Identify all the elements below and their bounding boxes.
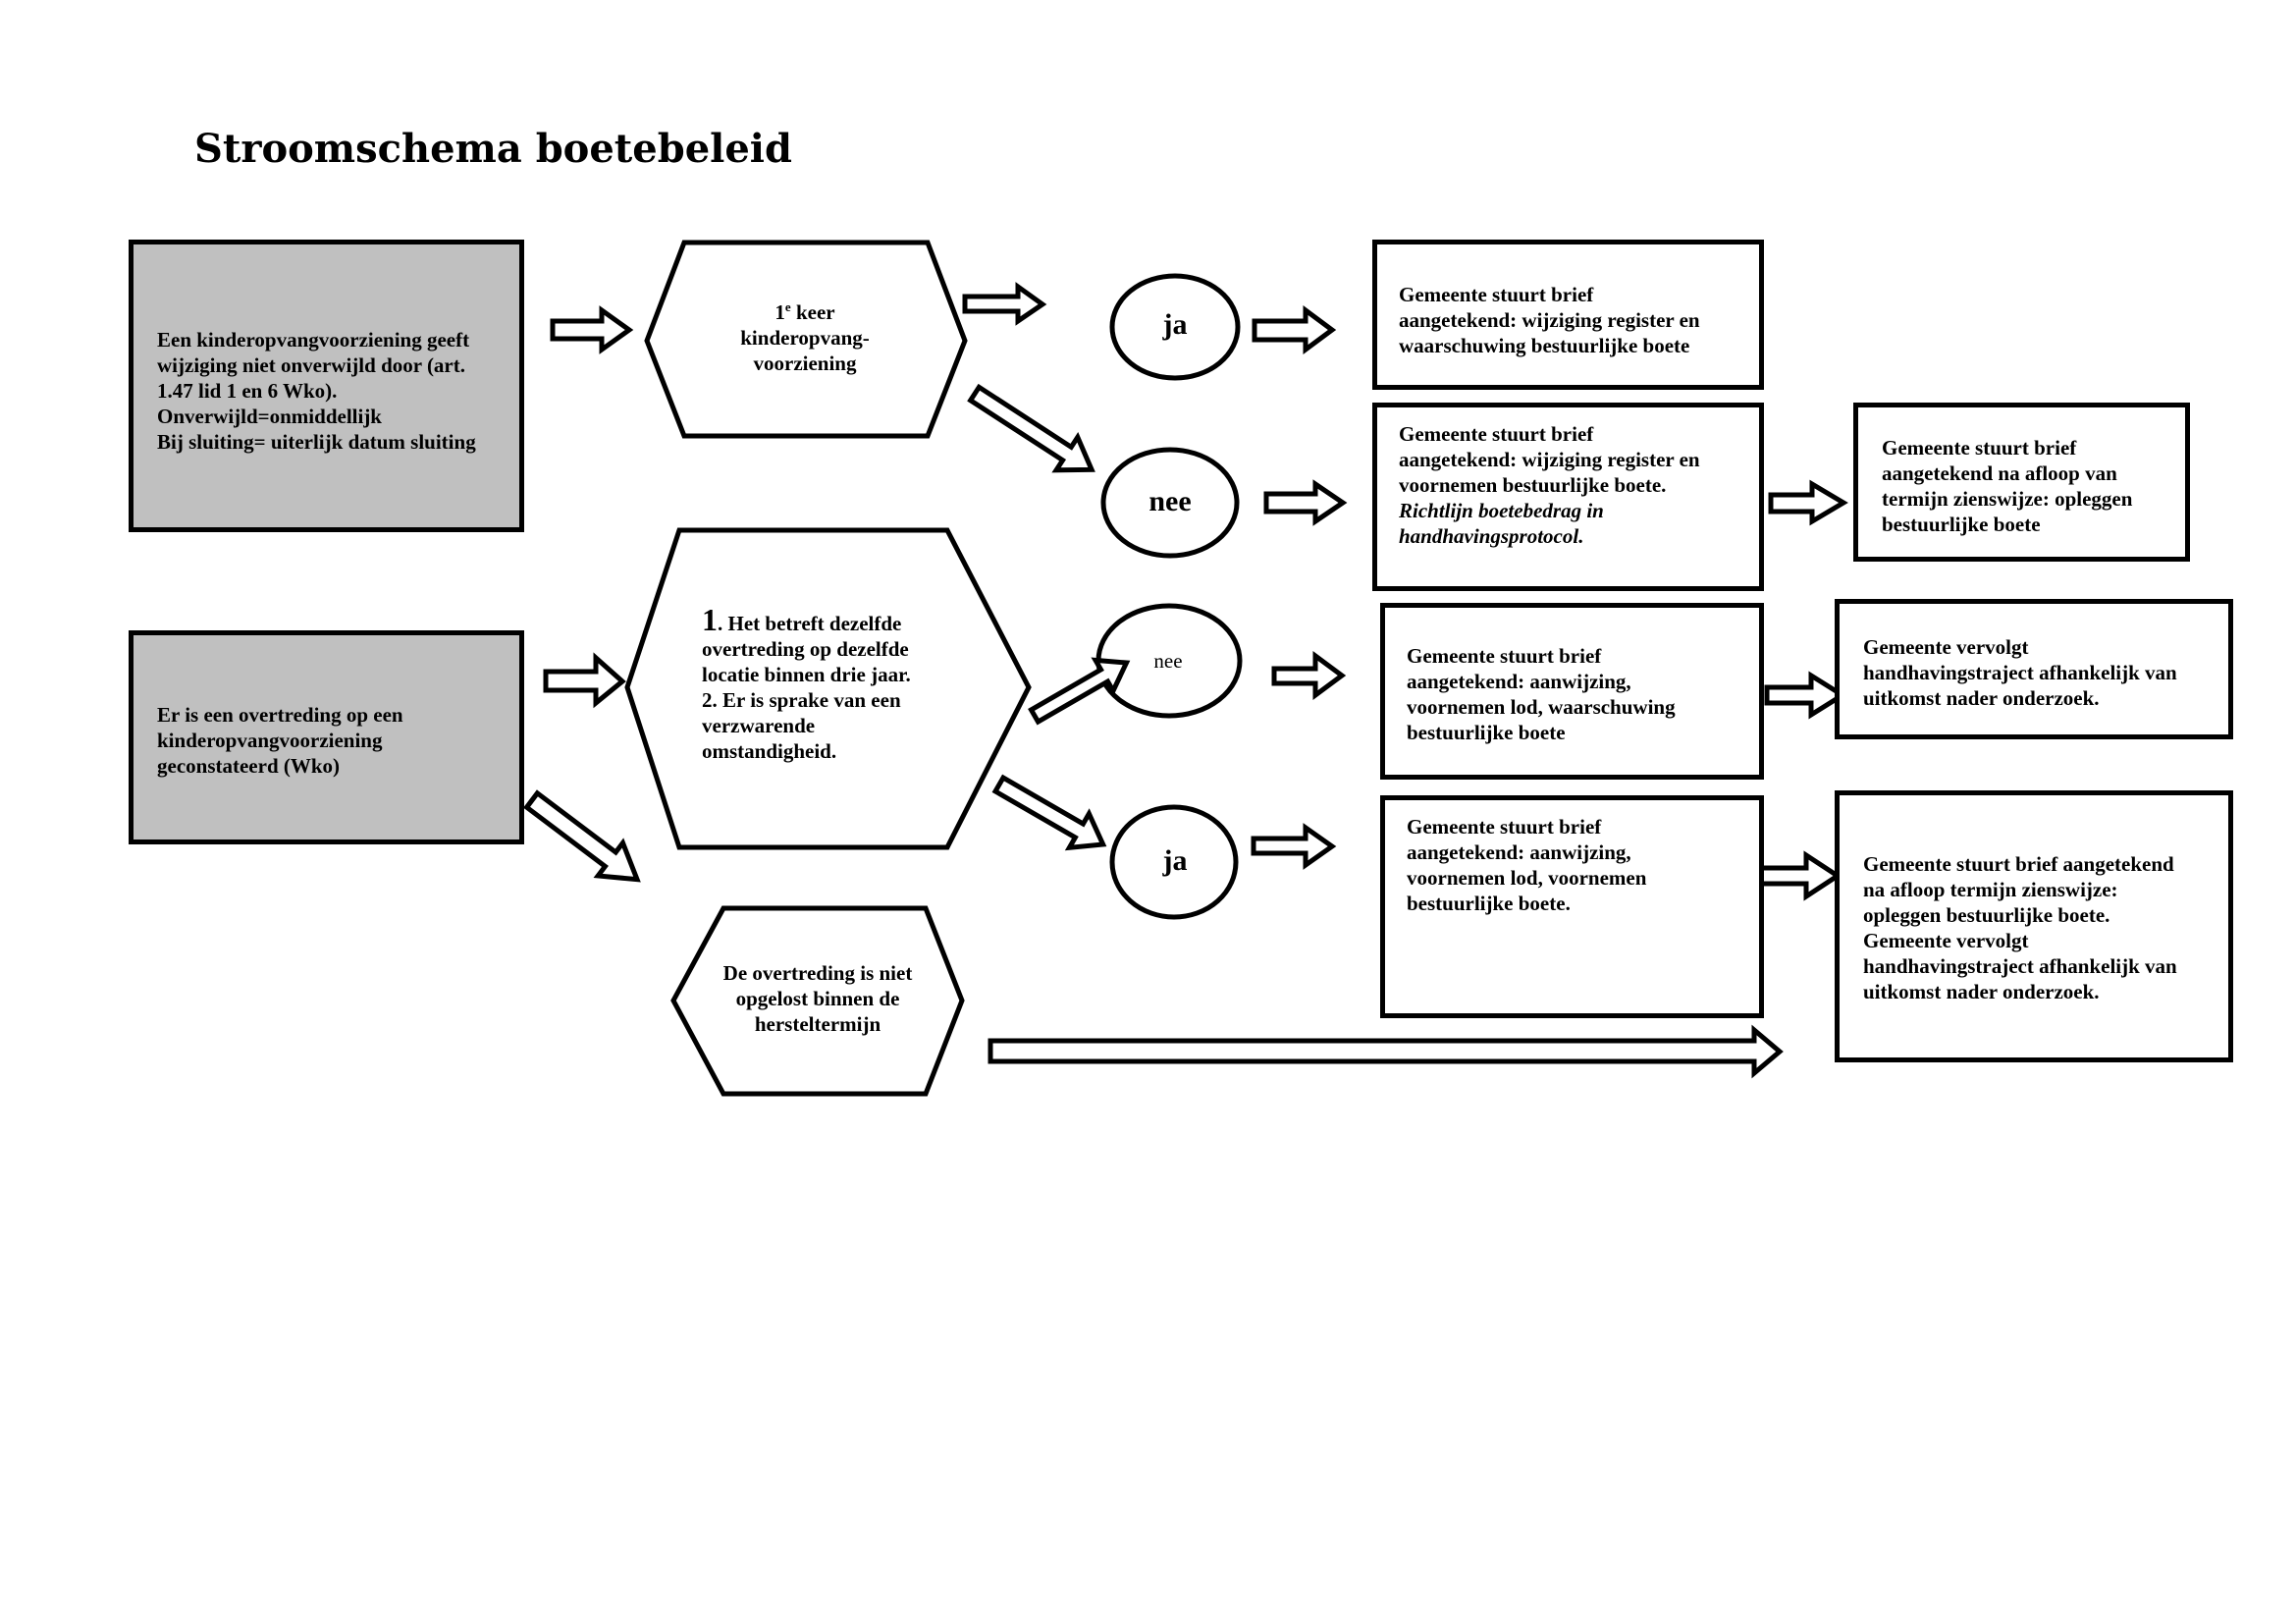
decision-herhaling-text: . Het betreft dezelfde overtreding op de… <box>702 612 911 763</box>
arrow-ja-to-action1 <box>1252 305 1337 354</box>
arrow-action6-to-action7 <box>1756 850 1842 901</box>
action-box-5: Gemeente vervolgt handhavingstraject afh… <box>1835 599 2233 739</box>
action-3-text: Gemeente stuurt brief aangetekend na afl… <box>1882 436 2133 536</box>
action-7-text: Gemeente stuurt brief aangetekend na afl… <box>1863 852 2177 1003</box>
answer-top-ja: ja <box>1162 308 1188 341</box>
answer-mid-ja: ja <box>1162 844 1188 877</box>
action-2-italic-text: Richtlijn boetebedrag in handhavingsprot… <box>1399 499 1604 548</box>
decision-eerste-keer-rest: keer kinderopvang- voorziening <box>740 300 870 375</box>
start-box-wijziging-text: Een kinderopvangvoorziening geeft wijzig… <box>157 328 476 454</box>
decision-hexagon-eerste-keer <box>644 240 968 439</box>
decision-herhaling-num: 1 <box>702 602 718 637</box>
action-4-text: Gemeente stuurt brief aangetekend: aanwi… <box>1407 644 1676 744</box>
action-box-4: Gemeente stuurt brief aangetekend: aanwi… <box>1380 603 1764 780</box>
answer-ellipse-top-nee <box>1100 447 1240 559</box>
decision-herhaling-label: 1. Het betreft dezelfde overtreding op d… <box>702 604 996 764</box>
action-6-text: Gemeente stuurt brief aangetekend: aanwi… <box>1407 815 1647 915</box>
arrow-eerste-keer-to-ja <box>962 282 1047 326</box>
decision-eerste-keer-sup: e <box>784 299 791 314</box>
arrow-herhaling-to-ja <box>991 774 1107 851</box>
answer-mid-nee: nee <box>1153 649 1183 673</box>
arrow-eerste-keer-to-nee <box>967 383 1095 473</box>
decision-eerste-keer-label: 1e keer kinderopvang- voorziening <box>687 299 923 376</box>
decision-hexagon-herhaling <box>624 527 1032 850</box>
action-1-text: Gemeente stuurt brief aangetekend: wijzi… <box>1399 283 1700 357</box>
arrow-wijziging-to-eerste-keer <box>550 305 634 354</box>
start-box-wijziging: Een kinderopvangvoorziening geeft wijzig… <box>129 240 524 532</box>
action-5-text: Gemeente vervolgt handhavingstraject afh… <box>1863 635 2177 710</box>
action-2-text: Gemeente stuurt brief aangetekend: wijzi… <box>1399 422 1700 497</box>
arrow-overtreding-to-niet-opgelost <box>523 789 641 883</box>
arrow-niet-opgelost-to-action7 <box>988 1024 1784 1079</box>
decision-hexagon-niet-opgelost <box>670 905 965 1097</box>
arrow-mid-ja-to-action6 <box>1251 823 1337 870</box>
action-box-3: Gemeente stuurt brief aangetekend na afl… <box>1853 403 2190 562</box>
arrow-herhaling-to-nee <box>1028 657 1131 726</box>
action-box-1: Gemeente stuurt brief aangetekend: wijzi… <box>1372 240 1764 390</box>
arrow-mid-nee-to-action4 <box>1271 651 1347 700</box>
page-title: Stroomschema boetebeleid <box>194 126 792 172</box>
answer-ellipse-mid-ja <box>1109 804 1239 920</box>
arrow-action4-to-action5 <box>1764 671 1847 720</box>
start-box-overtreding-text: Er is een overtreding op een kinderopvan… <box>157 703 403 778</box>
arrow-overtreding-to-herhaling <box>543 652 626 709</box>
answer-top-nee: nee <box>1148 485 1192 517</box>
action-box-7: Gemeente stuurt brief aangetekend na afl… <box>1835 790 2233 1062</box>
decision-eerste-keer-num: 1 <box>774 300 785 324</box>
decision-niet-opgelost-label: De overtreding is niet opgelost binnen d… <box>722 961 913 1036</box>
start-box-overtreding: Er is een overtreding op een kinderopvan… <box>129 630 524 844</box>
arrow-nee-to-action2 <box>1263 479 1348 526</box>
action-box-2: Gemeente stuurt brief aangetekend: wijzi… <box>1372 403 1764 591</box>
action-box-6: Gemeente stuurt brief aangetekend: aanwi… <box>1380 795 1764 1018</box>
arrow-action2-to-action3 <box>1768 479 1848 526</box>
answer-ellipse-top-ja <box>1109 273 1241 381</box>
